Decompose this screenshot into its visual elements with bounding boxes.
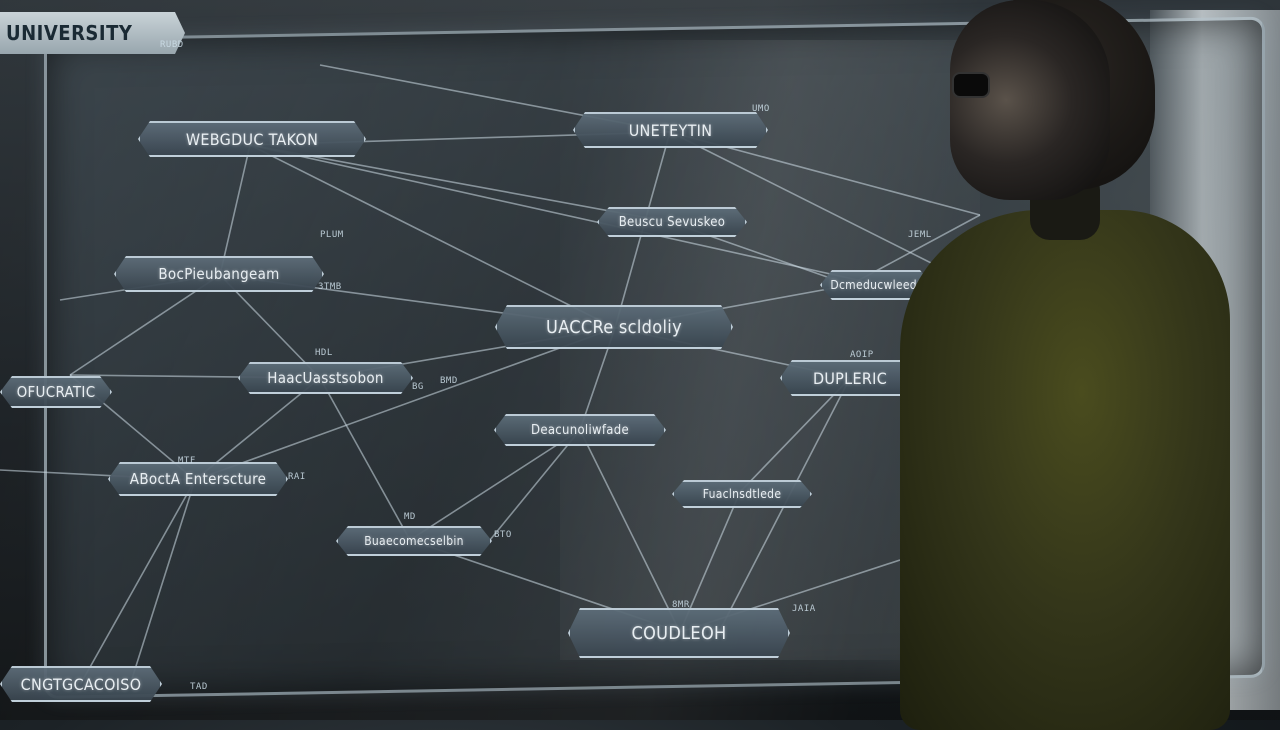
link xyxy=(219,144,251,276)
network-node[interactable]: DUPLERIC xyxy=(780,360,920,396)
person-silhouette xyxy=(880,0,1260,730)
node-label: DUPLERIC xyxy=(812,368,888,388)
link xyxy=(319,377,411,541)
node-label: BocPieubangeam xyxy=(158,265,280,283)
network-node[interactable]: CNGTGCACOISO xyxy=(0,666,162,702)
node-tag: BG xyxy=(412,382,424,392)
node-tag: AOIP xyxy=(850,350,874,360)
network-node[interactable]: Buaecomecselbin xyxy=(336,526,492,556)
node-tag: BMD xyxy=(440,376,458,386)
node-tag: UMO xyxy=(752,104,770,114)
node-label: CNGTGCACOISO xyxy=(20,674,142,694)
link xyxy=(489,429,581,541)
node-label: WEBGDUC TAKON xyxy=(185,129,319,149)
node-tag: TAD xyxy=(190,682,208,692)
network-node[interactable]: UNETEYTIN xyxy=(573,112,768,148)
node-label: COUDLEOH xyxy=(631,622,727,644)
link xyxy=(219,274,321,379)
node-tag: JEML xyxy=(908,230,932,240)
node-label: UNETEYTIN xyxy=(628,120,713,140)
node-label: Fuaclnsdtlede xyxy=(702,487,782,501)
network-node[interactable]: ABoctA Enterscture xyxy=(108,462,288,496)
network-node[interactable]: UACCRe scldoliy xyxy=(495,305,733,349)
node-tag: RUBD xyxy=(160,40,184,50)
node-tag: JAIA xyxy=(792,604,816,614)
node-label: HaacUasstsobon xyxy=(267,369,384,387)
node-label: ABoctA Enterscture xyxy=(129,470,267,488)
node-tag: PLUM xyxy=(320,230,344,240)
university-banner: UNIVERSITY xyxy=(0,12,185,54)
node-label: OFUCRATIC xyxy=(16,383,96,401)
link xyxy=(194,327,616,481)
banner-label: UNIVERSITY xyxy=(6,21,133,45)
network-node[interactable]: OFUCRATIC xyxy=(0,376,112,408)
person-shirt xyxy=(900,210,1230,730)
node-label: UACCRe scldoliy xyxy=(546,316,682,338)
person-head xyxy=(950,0,1110,200)
node-tag: HDL xyxy=(315,348,333,358)
network-node[interactable]: HaacUasstsobon xyxy=(238,362,413,394)
network-node[interactable]: Fuaclnsdtlede xyxy=(672,480,812,508)
link xyxy=(249,144,881,286)
node-label: Deacunoliwfade xyxy=(531,422,629,438)
node-label: Dcmeducwleedr xyxy=(830,278,922,292)
node-tag: MTF xyxy=(178,456,196,466)
glasses xyxy=(952,72,990,98)
network-node[interactable]: Beuscu Sevuskeo xyxy=(597,207,747,237)
link xyxy=(129,479,196,686)
node-label: Beuscu Sevuskeo xyxy=(618,214,726,230)
node-tag: BTO xyxy=(494,530,512,540)
link xyxy=(579,429,681,633)
node-tag: MD xyxy=(404,512,416,522)
network-node[interactable]: BocPieubangeam xyxy=(114,256,324,292)
node-label: Buaecomecselbin xyxy=(364,534,464,548)
node-tag: 8MR xyxy=(672,600,690,610)
link xyxy=(249,144,671,223)
network-node[interactable]: COUDLEOH xyxy=(568,608,790,658)
network-node[interactable]: WEBGDUC TAKON xyxy=(138,121,366,157)
link xyxy=(79,479,196,686)
link xyxy=(249,144,616,329)
node-tag: RAI xyxy=(288,472,306,482)
network-node[interactable]: Deacunoliwfade xyxy=(494,414,666,446)
link xyxy=(739,377,851,493)
node-tag: 3TMB xyxy=(318,282,342,292)
link xyxy=(409,429,581,541)
